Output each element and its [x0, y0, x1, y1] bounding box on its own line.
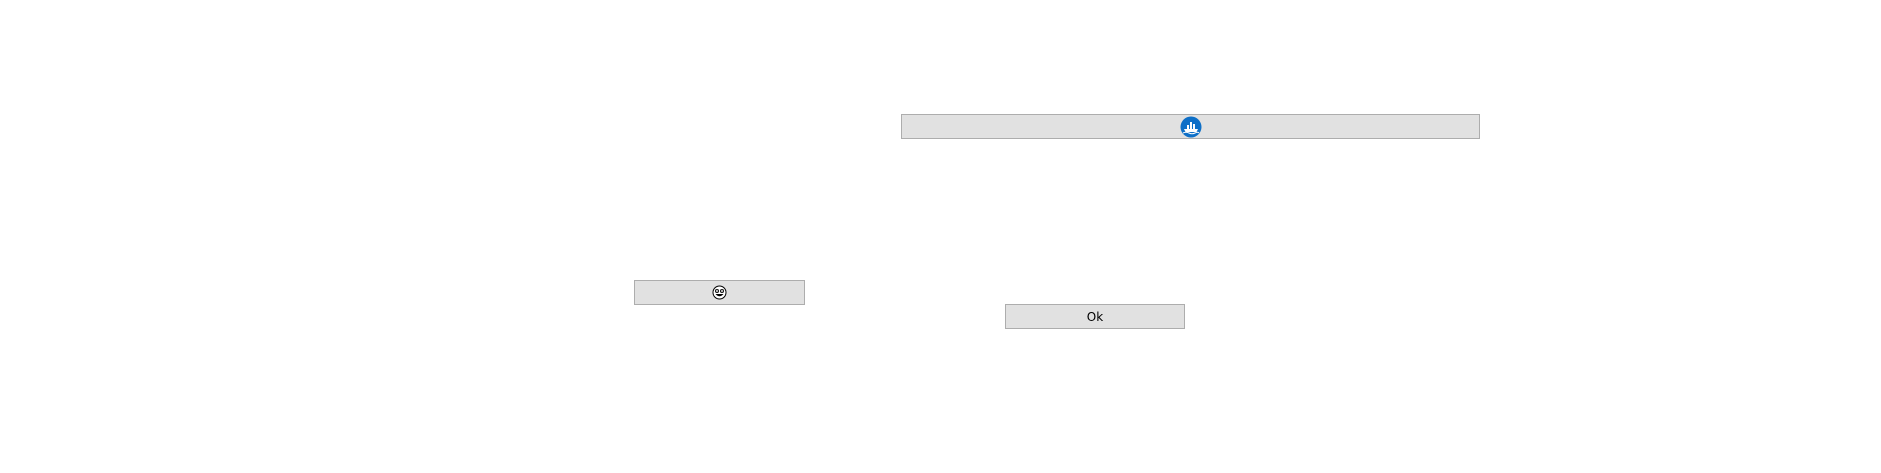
ok-button-label: Ok — [1086, 309, 1104, 324]
ship-in-circle-icon — [1180, 116, 1202, 138]
ok-button[interactable]: Ok — [1005, 304, 1185, 329]
smiley-face-icon — [712, 285, 727, 300]
smiley-icon-button[interactable] — [634, 280, 805, 305]
ship-icon-button[interactable] — [901, 114, 1480, 139]
